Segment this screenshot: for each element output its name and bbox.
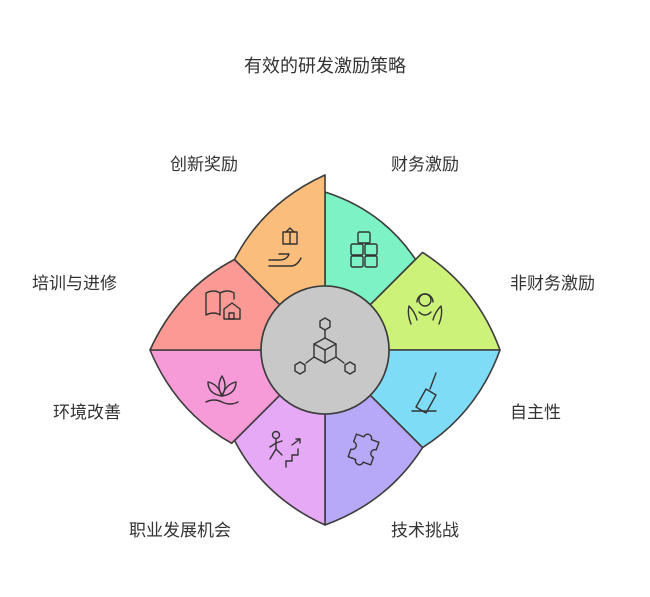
book-house-icon [205, 290, 241, 320]
segment-label-tech-challenge: 技术挑战 [391, 521, 459, 541]
segment-label-career: 职业发展机会 [129, 521, 231, 541]
segment-label-training: 培训与进修 [32, 274, 117, 294]
gift-hand-icon [268, 227, 302, 267]
segment-label-innovation: 创新奖励 [170, 155, 238, 175]
lotus-icon [205, 375, 239, 405]
segment-label-autonomy: 自主性 [510, 403, 561, 423]
segment-label-environment: 环境改善 [53, 403, 121, 423]
money-stack-icon [350, 231, 378, 268]
network-cube-icon [294, 317, 356, 375]
hand-pen-icon [411, 372, 437, 414]
segment-label-non-financial: 非财务激励 [510, 274, 595, 294]
hands-headset-icon [407, 293, 443, 325]
segment-label-financial: 财务激励 [391, 155, 459, 175]
stairs-climber-icon [269, 430, 301, 468]
diagram-title: 有效的研发激励策略 [244, 56, 406, 77]
puzzle-icon [347, 433, 380, 466]
